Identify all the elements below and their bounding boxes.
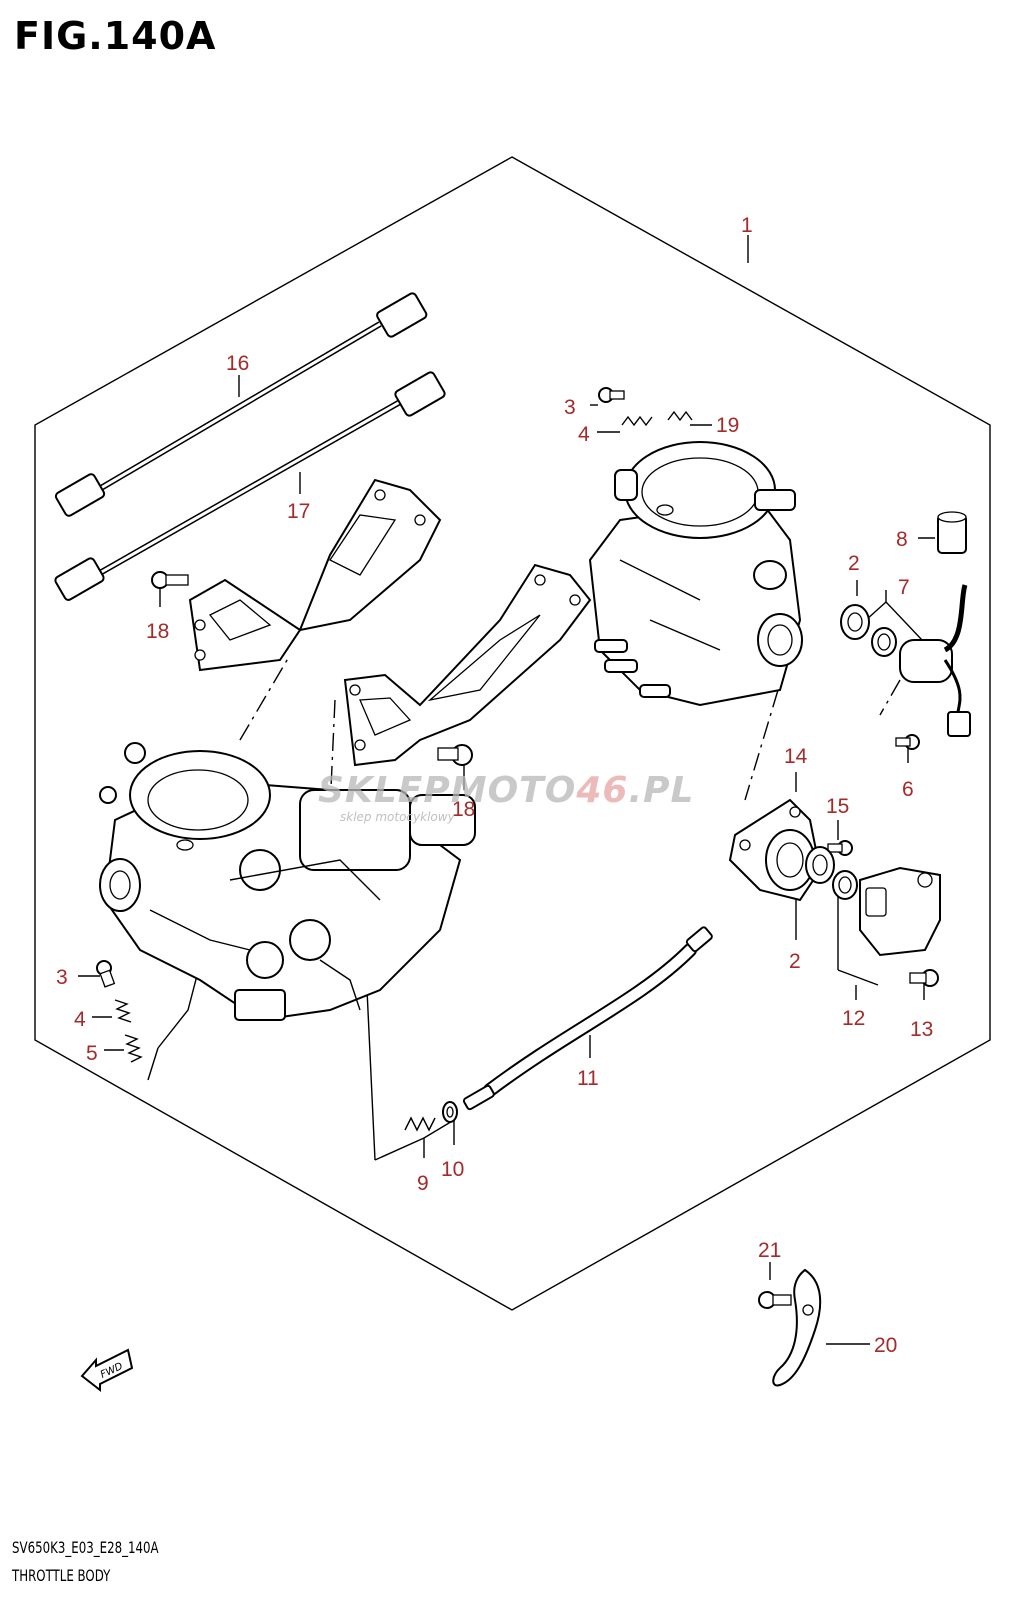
- screw-3-bottom: [96, 960, 116, 988]
- callout-18-left: 18: [146, 620, 169, 643]
- spring-5: [124, 1034, 143, 1063]
- callout-14: 14: [784, 745, 808, 768]
- wire-harness-16: [54, 292, 428, 517]
- screw-6: [895, 734, 920, 750]
- callout-13: 13: [910, 1018, 933, 1041]
- callout-3-bottom: 3: [56, 966, 68, 989]
- screw-18-left: [151, 571, 189, 589]
- sensor-12: [859, 866, 941, 957]
- callout-labels: 1 2 2 3 3 4 4 5 6 7 8 9 10 11 12 13 14 1…: [56, 214, 933, 1357]
- callout-17: 17: [287, 500, 310, 523]
- spring-19: [667, 410, 693, 422]
- section-name: THROTTLE BODY: [12, 1566, 111, 1585]
- wire-harness-17: [54, 371, 446, 601]
- callout-4-bottom: 4: [74, 1008, 86, 1031]
- o-ring-2-top: [840, 604, 870, 640]
- fwd-arrow-icon: FWD: [80, 1348, 134, 1393]
- figure-title: FIG.140A: [14, 14, 217, 58]
- callout-19: 19: [716, 414, 739, 437]
- screw-15: [827, 840, 853, 856]
- mounting-bracket-upper: [188, 478, 442, 672]
- spring-4-bottom: [114, 999, 132, 1023]
- seal-12: [832, 870, 858, 900]
- assembly-boundary: [34, 156, 991, 1311]
- callout-10: 10: [441, 1158, 464, 1181]
- throttle-body-front: [99, 742, 476, 1022]
- mounting-bracket-lower: [343, 563, 592, 767]
- callout-8: 8: [896, 528, 908, 551]
- cap-8: [937, 511, 967, 554]
- callout-15: 15: [826, 795, 849, 818]
- callout-7: 7: [898, 576, 910, 599]
- callout-2-bottom: 2: [789, 950, 801, 973]
- watermark-right: .PL: [628, 770, 695, 811]
- watermark-accent: 46: [576, 770, 629, 811]
- spring-4-top: [621, 415, 653, 427]
- callout-9: 9: [417, 1172, 429, 1195]
- callout-1: 1: [741, 214, 753, 237]
- seal-7: [871, 627, 897, 657]
- idle-adjust-cable-11: [462, 926, 713, 1111]
- callout-12: 12: [842, 1007, 865, 1030]
- model-code: SV650K3_E03_E28_140A: [12, 1538, 159, 1557]
- callout-11: 11: [577, 1067, 599, 1090]
- screw-13: [909, 969, 939, 987]
- adapter-flange-14: [728, 798, 822, 902]
- spring-9: [404, 1116, 436, 1132]
- callout-4-top: 4: [578, 423, 590, 446]
- clamp-20: [772, 1268, 822, 1387]
- throttle-body-rear: [588, 441, 803, 707]
- callout-21: 21: [758, 1239, 781, 1262]
- screw-21: [758, 1291, 792, 1309]
- screw-18-right: [437, 744, 473, 766]
- watermark-subtitle: sklep motocyklowy: [340, 810, 455, 824]
- callout-18-right: 18: [452, 798, 475, 821]
- callout-2-top: 2: [848, 552, 860, 575]
- callout-3-top: 3: [564, 396, 576, 419]
- callout-5: 5: [86, 1042, 98, 1065]
- screw-3-top: [598, 387, 625, 403]
- washer-10: [442, 1101, 458, 1123]
- o-ring-2-bottom: [805, 846, 835, 884]
- watermark-left: SKLEPMOTO: [318, 770, 577, 811]
- watermark: SKLEPMOTO46.PL: [318, 770, 694, 811]
- callout-20: 20: [874, 1334, 897, 1357]
- sensor-7: [899, 584, 971, 737]
- callout-16: 16: [226, 352, 249, 375]
- callout-6: 6: [902, 778, 914, 801]
